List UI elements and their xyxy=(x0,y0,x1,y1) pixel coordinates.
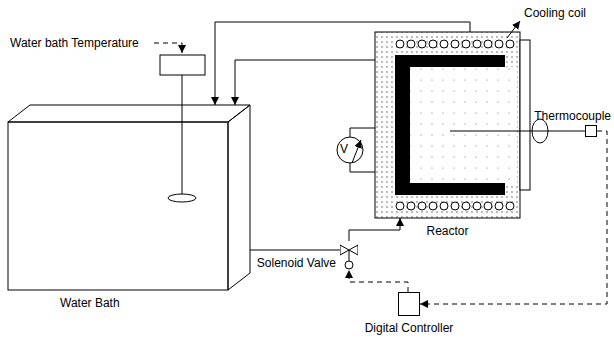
node-label: Solenoid Valve xyxy=(257,256,336,270)
node-label: Water Bath xyxy=(60,296,120,310)
thermocouple-probe: Thermocouple xyxy=(585,125,597,137)
voltmeter xyxy=(337,128,375,172)
stirrer xyxy=(160,55,205,202)
node-label: Thermocouple xyxy=(534,109,611,123)
solenoid-valve: Solenoid Valve xyxy=(340,241,358,270)
valve-symbol xyxy=(340,241,358,270)
controller-box: Digital Controller xyxy=(398,292,420,316)
water-bath-tank: Water Bath xyxy=(8,105,250,290)
reactor-body xyxy=(375,32,548,218)
signal-line xyxy=(420,131,607,304)
part-label: Cooling coil xyxy=(524,6,586,20)
signal-line xyxy=(349,270,408,292)
probe-wire xyxy=(520,131,585,132)
return-pipe xyxy=(215,22,470,105)
return-pipe xyxy=(235,60,375,105)
water-pipe xyxy=(250,250,340,251)
signal-label: Water bath Temperature xyxy=(10,36,139,50)
meter-symbol: V xyxy=(340,142,348,156)
cooling-coil xyxy=(396,40,514,210)
coil-leader xyxy=(507,21,520,38)
reactor-vessel: Reactor xyxy=(375,32,520,218)
temperature-leader xyxy=(154,43,182,53)
water-pipe xyxy=(349,218,400,241)
node-label: Reactor xyxy=(426,224,468,238)
tank-outline xyxy=(8,105,250,290)
node-label: Digital Controller xyxy=(365,321,454,335)
